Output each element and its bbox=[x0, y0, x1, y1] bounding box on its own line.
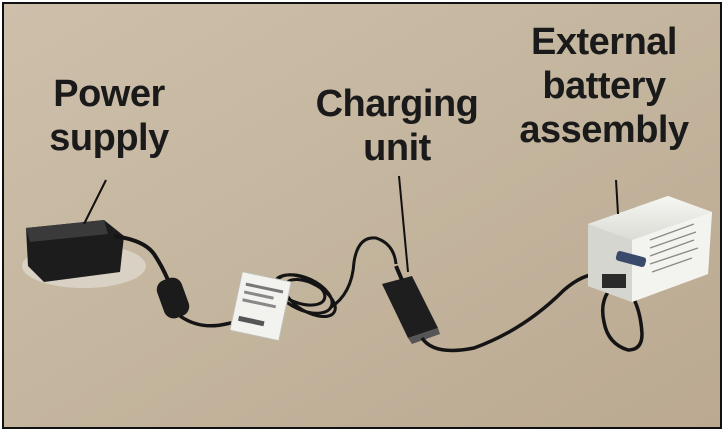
battery-pointer bbox=[615, 179, 619, 215]
ferrite-core bbox=[156, 277, 190, 319]
charging-unit-pointer bbox=[398, 175, 409, 273]
external-battery-label: External battery assembly bbox=[519, 21, 689, 151]
charging-unit-label: Charging unit bbox=[315, 83, 479, 169]
battery-assembly-device bbox=[588, 196, 712, 302]
cable-tag bbox=[229, 271, 292, 342]
power-supply-label: Power supply bbox=[49, 73, 169, 159]
table-surface bbox=[4, 4, 720, 427]
equipment-photo bbox=[4, 4, 720, 427]
power-supply-device bbox=[22, 220, 170, 288]
power-supply-pointer bbox=[83, 179, 107, 225]
